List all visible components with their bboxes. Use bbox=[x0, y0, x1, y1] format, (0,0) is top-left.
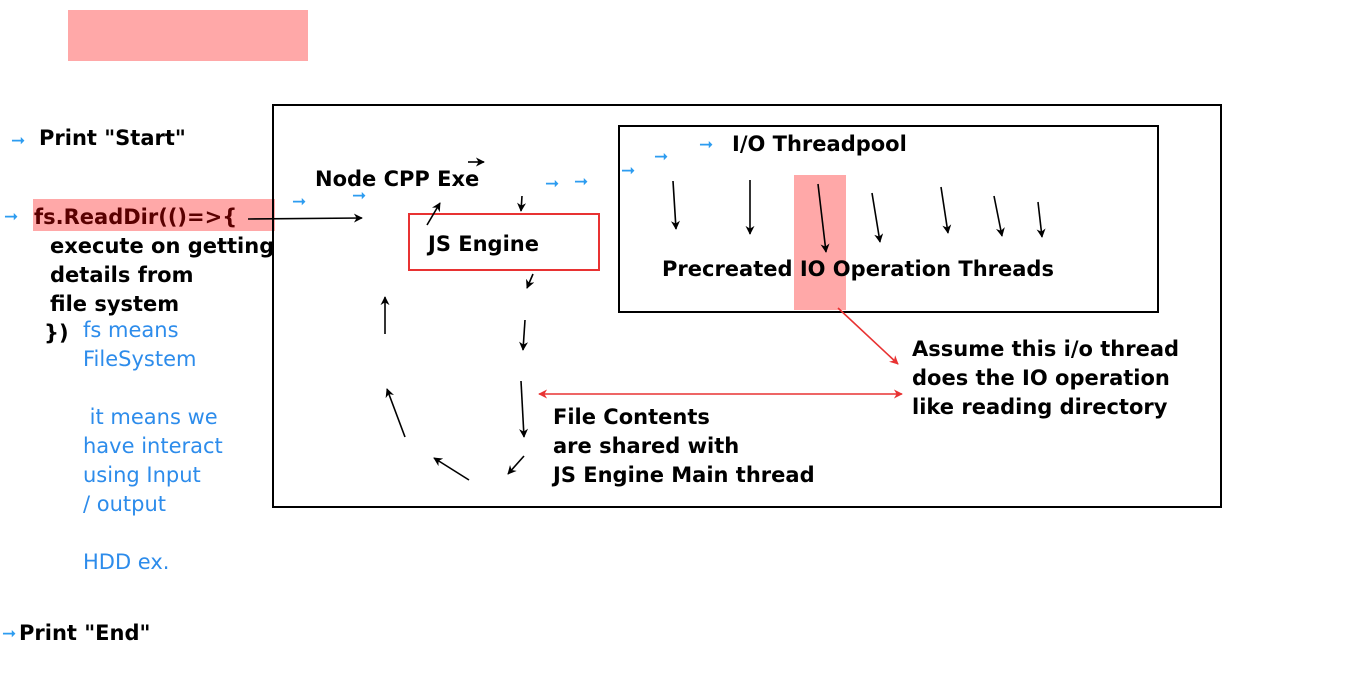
node-cpp-label: Node CPP Exe bbox=[315, 167, 480, 191]
top-highlight-block bbox=[68, 10, 308, 61]
loop-arrow bbox=[519, 319, 529, 351]
loop-arrow bbox=[385, 388, 406, 438]
step-arrow-icon: ➞ bbox=[11, 131, 26, 151]
step-arrow-icon: ➞ bbox=[352, 186, 367, 206]
step-arrow-icon: ➞ bbox=[621, 161, 636, 181]
js-engine-box bbox=[408, 213, 600, 271]
file-contents-note: File Contents are shared with JS Engine … bbox=[553, 405, 815, 487]
fs-means-note: fs means FileSystem it means we have int… bbox=[83, 318, 223, 574]
io-thread-to-note-arrow bbox=[837, 307, 899, 365]
loop-arrow bbox=[433, 457, 470, 481]
loop-arrow bbox=[517, 195, 527, 212]
step-arrow-icon: ➞ bbox=[545, 174, 560, 194]
step-arrow-icon: ➞ bbox=[2, 624, 17, 644]
thread-arrow bbox=[671, 180, 680, 230]
step-arrow-icon: ➞ bbox=[699, 135, 714, 155]
step-arrow-icon: ➞ bbox=[4, 207, 19, 227]
close-brace-label: }) bbox=[44, 321, 69, 345]
thread-arrow bbox=[817, 183, 830, 253]
io-threadpool-box bbox=[618, 125, 1159, 313]
loop-arrow bbox=[507, 455, 525, 475]
node-process-box bbox=[272, 104, 1222, 508]
loop-arrow bbox=[519, 380, 529, 438]
thread-arrow bbox=[1036, 201, 1046, 238]
precreated-threads-label: Precreated IO Operation Threads bbox=[662, 257, 1054, 281]
step-arrow-icon: ➞ bbox=[292, 192, 307, 212]
fs-readdir-label: fs.ReadDir(()=>{ bbox=[34, 205, 238, 229]
loop-arrow bbox=[526, 273, 535, 289]
print-start-label: Print "Start" bbox=[39, 126, 186, 150]
thread-arrow bbox=[940, 186, 952, 234]
loop-arrow bbox=[426, 202, 441, 226]
readdir-highlight bbox=[33, 199, 275, 231]
step-arrow-icon: ➞ bbox=[654, 147, 669, 167]
io-threadpool-label: I/O Threadpool bbox=[732, 132, 907, 156]
step-arrow-icon: ➞ bbox=[574, 172, 589, 192]
thread-arrow bbox=[993, 195, 1005, 237]
assume-note: Assume this i/o thread does the IO opera… bbox=[912, 337, 1180, 419]
thread-arrow bbox=[871, 192, 884, 243]
print-end-label: Print "End" bbox=[19, 621, 151, 645]
js-engine-label: JS Engine bbox=[428, 232, 539, 256]
execute-note: execute on getting details from file sys… bbox=[50, 234, 275, 316]
readdir-to-node-arrow bbox=[247, 213, 363, 223]
